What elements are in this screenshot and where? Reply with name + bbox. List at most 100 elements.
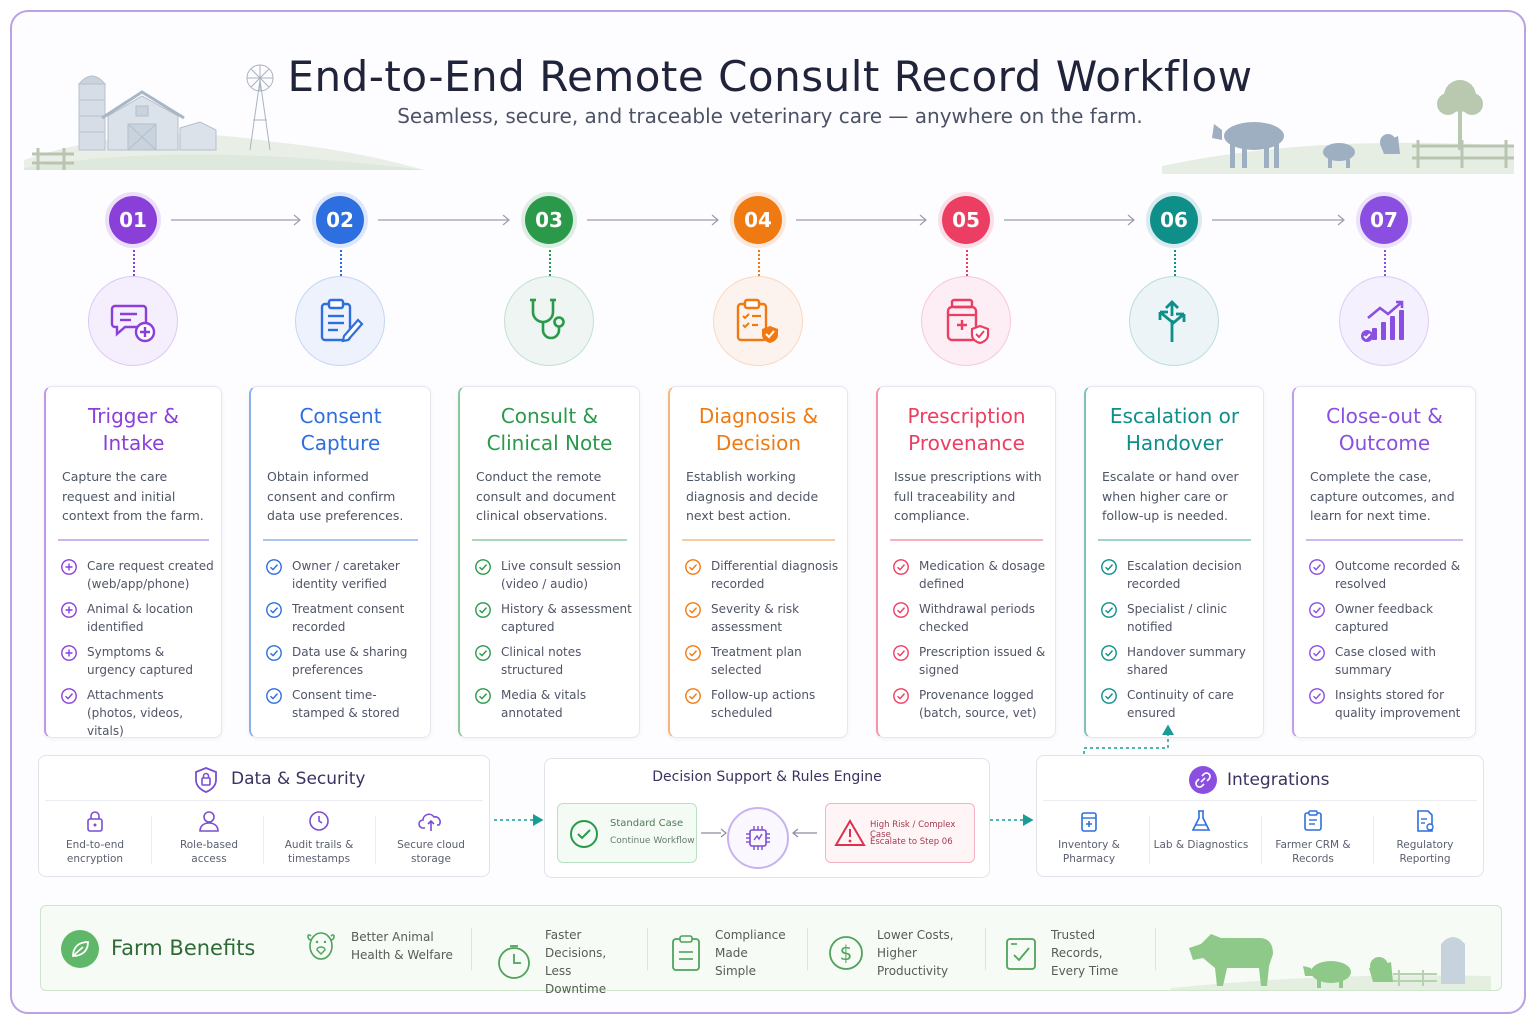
infographic-frame: End-to-End Remote Consult Record Workflo…	[10, 10, 1526, 1014]
step-divider	[263, 539, 418, 541]
step-icon-circle	[1129, 276, 1219, 366]
checklist-item-text: Follow-up actions scheduled	[711, 688, 816, 720]
page-subtitle: Seamless, secure, and traceable veterina…	[397, 104, 1143, 128]
checked-records-icon	[1006, 938, 1036, 970]
shield-lock-icon	[195, 767, 217, 793]
step-arrow	[587, 214, 719, 226]
checklist-item: Symptoms & urgency captured	[60, 643, 215, 686]
benefit-label: Lower Costs, Higher Productivity	[877, 928, 954, 978]
checklist-item-text: Severity & risk assessment	[711, 602, 800, 634]
checklist-item-text: Prescription issued & signed	[919, 645, 1046, 677]
step-connector	[133, 250, 135, 276]
connector-arrows	[494, 724, 1174, 826]
checklist-item-text: Handover summary shared	[1127, 645, 1246, 677]
checklist-item-text: Data use & sharing preferences	[292, 645, 408, 677]
checklist-item: Continuity of care ensured	[1100, 686, 1257, 729]
check-circle-icon	[893, 688, 909, 704]
standard-case-sub: Continue Workflow	[610, 836, 695, 846]
leaf-icon	[72, 941, 89, 957]
chip-icon	[746, 826, 770, 850]
checklist-item-text: Insights stored for quality improvement	[1335, 688, 1461, 720]
integration-lab: Lab & Diagnostics	[1153, 808, 1249, 852]
step-number-badge: 04	[734, 196, 782, 244]
check-circle-icon	[685, 688, 701, 704]
high-risk-box: High Risk / Complex Case Escalate to Ste…	[825, 803, 975, 863]
checklist-item-text: Specialist / clinic notified	[1127, 602, 1228, 634]
step-arrow	[1004, 214, 1135, 226]
checklist-item: Handover summary shared	[1100, 643, 1257, 686]
checklist-item: Severity & risk assessment	[684, 600, 841, 643]
check-circle-icon	[685, 645, 701, 661]
step-title: Consent Capture	[299, 404, 382, 455]
checklist-item: Owner feedback captured	[1308, 600, 1469, 643]
checklist-item-text: Owner / caretaker identity verified	[292, 559, 400, 591]
step-icon-circle	[504, 276, 594, 366]
checklist-item: Withdrawal periods checked	[892, 600, 1049, 643]
check-circle-icon	[1309, 688, 1325, 704]
checklist-item-text: Care request created (web/app/phone)	[87, 559, 214, 591]
benefit-label: Compliance Made Simple	[715, 928, 786, 978]
step-number-badge: 03	[525, 196, 573, 244]
checklist-item: History & assessment captured	[474, 600, 633, 643]
step-divider	[1306, 539, 1463, 541]
step-number-badge: 05	[942, 196, 990, 244]
step-icon-circle	[713, 276, 803, 366]
checklist-item: Treatment consent recorded	[265, 600, 424, 643]
benefit-compliance: Compliance Made Simple	[669, 926, 789, 980]
step-number-badge: 07	[1360, 196, 1408, 244]
step-checklist: Live consult session (video / audio)Hist…	[474, 557, 633, 729]
step-description: Complete the case, capture outcomes, and…	[1310, 469, 1455, 523]
feature-label: Farmer CRM & Records	[1275, 839, 1351, 865]
cloud-upload-icon	[418, 813, 441, 831]
checklist-item-text: Case closed with summary	[1335, 645, 1436, 677]
standard-case-box: Standard Case Continue Workflow	[557, 803, 697, 863]
checklist-item: Follow-up actions scheduled	[684, 686, 841, 729]
checklist-item: Medication & dosage defined	[892, 557, 1049, 600]
step-number-badge: 02	[316, 196, 364, 244]
checklist-item: Escalation decision recorded	[1100, 557, 1257, 600]
step-description: Capture the care request and initial con…	[62, 469, 204, 523]
plus-circle-icon	[61, 559, 77, 575]
benefit-animal-health: Better Animal Health & Welfare	[303, 926, 463, 966]
step-description: Conduct the remote consult and document …	[476, 469, 616, 523]
livestock-silhouettes	[1171, 934, 1491, 990]
check-circle-icon	[893, 559, 909, 575]
step-description: Escalate or hand over when higher care o…	[1102, 469, 1239, 523]
dollar-icon: $	[829, 936, 863, 970]
step-description: Issue prescriptions with full traceabili…	[894, 469, 1042, 523]
step-title: Diagnosis & Decision	[698, 404, 819, 455]
feature-label: Inventory & Pharmacy	[1058, 839, 1120, 865]
feature-label: Regulatory Reporting	[1396, 839, 1454, 865]
report-icon	[1417, 810, 1434, 832]
checklist-item-text: Clinical notes structured	[501, 645, 582, 677]
checklist-item: Consent time-stamped & stored	[265, 686, 424, 729]
checklist-item-text: Differential diagnosis recorded	[711, 559, 839, 591]
checklist-item: Care request created (web/app/phone)	[60, 557, 215, 600]
step-connector	[549, 250, 551, 276]
benefit-label: Faster Decisions, Less Downtime	[545, 928, 607, 996]
chat-plus-icon	[110, 304, 156, 343]
check-circle-icon	[1309, 645, 1325, 661]
check-circle-icon	[61, 688, 77, 704]
checklist-item-text: Provenance logged (batch, source, vet)	[919, 688, 1037, 720]
svg-text:$: $	[840, 941, 853, 965]
step-number-badge: 01	[109, 196, 157, 244]
step-icon-circle	[88, 276, 178, 366]
step-divider	[682, 539, 835, 541]
check-circle-icon	[475, 559, 491, 575]
step-divider	[1098, 539, 1251, 541]
benefit-label: Better Animal Health & Welfare	[351, 930, 453, 962]
decision-support-title: Decision Support & Rules Engine	[652, 769, 882, 785]
step-connector	[340, 250, 342, 276]
feature-label: Secure cloud storage	[397, 839, 465, 865]
feature-encryption: End-to-end encryption	[49, 808, 141, 866]
warning-icon	[834, 819, 866, 846]
checklist-item-text: History & assessment captured	[501, 602, 632, 634]
check-circle-icon	[685, 559, 701, 575]
checklist-item: Insights stored for quality improvement	[1308, 686, 1469, 729]
clipboard-icon	[672, 935, 700, 971]
